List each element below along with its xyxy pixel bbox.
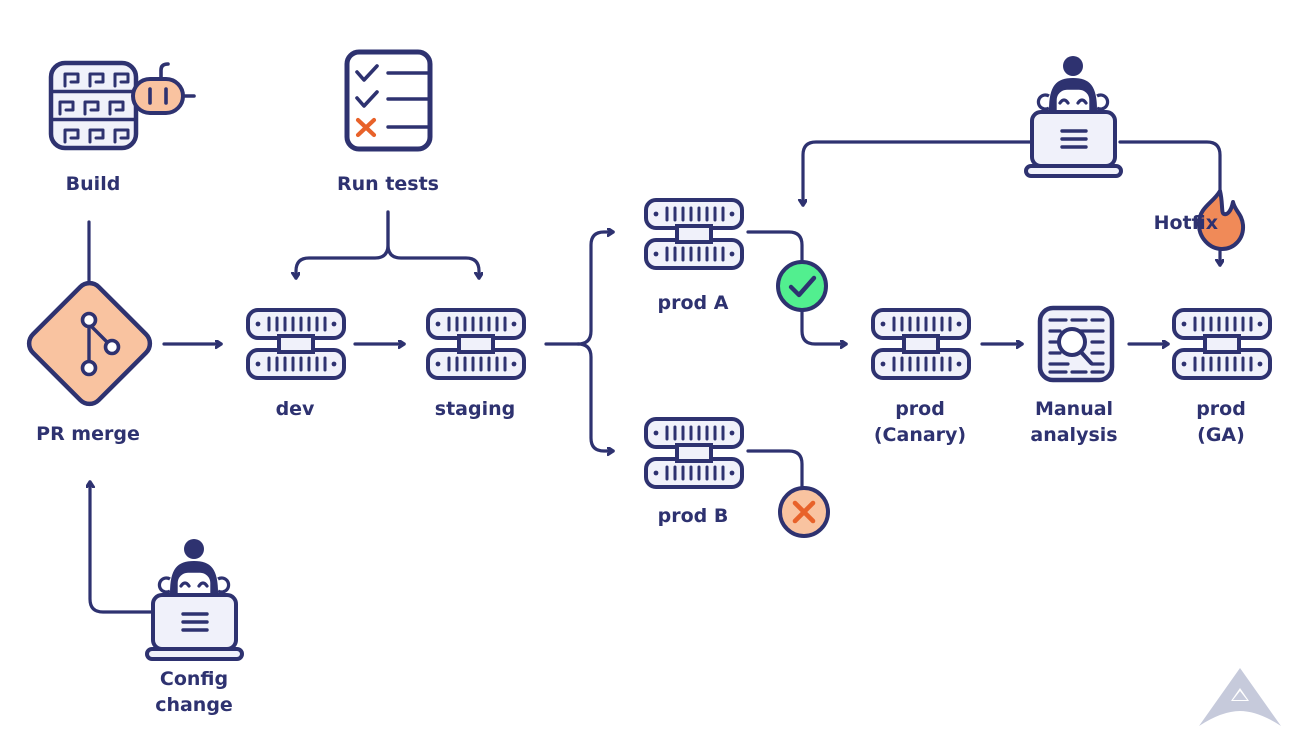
label-build: Build	[65, 173, 121, 195]
check-circle-icon[interactable]	[776, 260, 828, 312]
server-icon-prod-ga[interactable]	[1172, 308, 1272, 380]
label-prod-ga: prod (GA)	[1196, 398, 1246, 446]
x-circle-icon[interactable]	[778, 486, 830, 538]
edge-engineer-rollback	[803, 140, 1032, 205]
edge-prodb-to-xmark	[746, 449, 804, 490]
label-run-tests: Run tests	[337, 173, 439, 195]
server-icon-prod-a[interactable]	[644, 198, 744, 270]
label-prod-a: prod A	[657, 292, 729, 314]
server-icon-prod-b[interactable]	[644, 417, 744, 489]
label-config-change: Config change	[155, 668, 233, 716]
person-laptop-icon-config[interactable]	[145, 539, 244, 661]
label-pr-merge: PR merge	[36, 423, 140, 445]
label-dev: dev	[275, 398, 315, 420]
person-laptop-icon-engineer[interactable]	[1024, 56, 1123, 178]
triangle-a-logo	[1199, 668, 1281, 726]
label-prod-canary: prod (Canary)	[873, 398, 967, 446]
check-item-3-icon	[355, 117, 377, 138]
checklist-icon[interactable]	[344, 49, 433, 152]
check-item-2-icon	[355, 90, 379, 108]
edge-check-to-canary	[800, 308, 846, 344]
label-staging: staging	[434, 398, 516, 420]
edge-engineer-hotfix	[1118, 140, 1220, 265]
check-item-1-icon	[355, 64, 379, 82]
edge-staging-to-prodb	[576, 342, 613, 451]
edge-staging-to-proda	[576, 232, 613, 346]
edge-proda-to-check	[746, 230, 804, 264]
server-icon-dev[interactable]	[246, 308, 346, 380]
document-search-icon[interactable]	[1037, 305, 1115, 383]
edge-runtests-to-staging	[386, 210, 479, 278]
edge-config-to-prmerge	[90, 482, 154, 614]
bricks-wall-icon[interactable]	[48, 60, 196, 151]
git-merge-diamond-icon[interactable]	[24, 278, 156, 410]
flame-icon[interactable]	[1196, 189, 1246, 251]
label-manual-analysis: Manual analysis	[1030, 398, 1118, 446]
label-hotfix: Hotfix	[1153, 212, 1218, 234]
label-prod-b: prod B	[657, 505, 729, 527]
server-icon-prod-canary[interactable]	[871, 308, 971, 380]
server-icon-staging[interactable]	[426, 308, 526, 380]
